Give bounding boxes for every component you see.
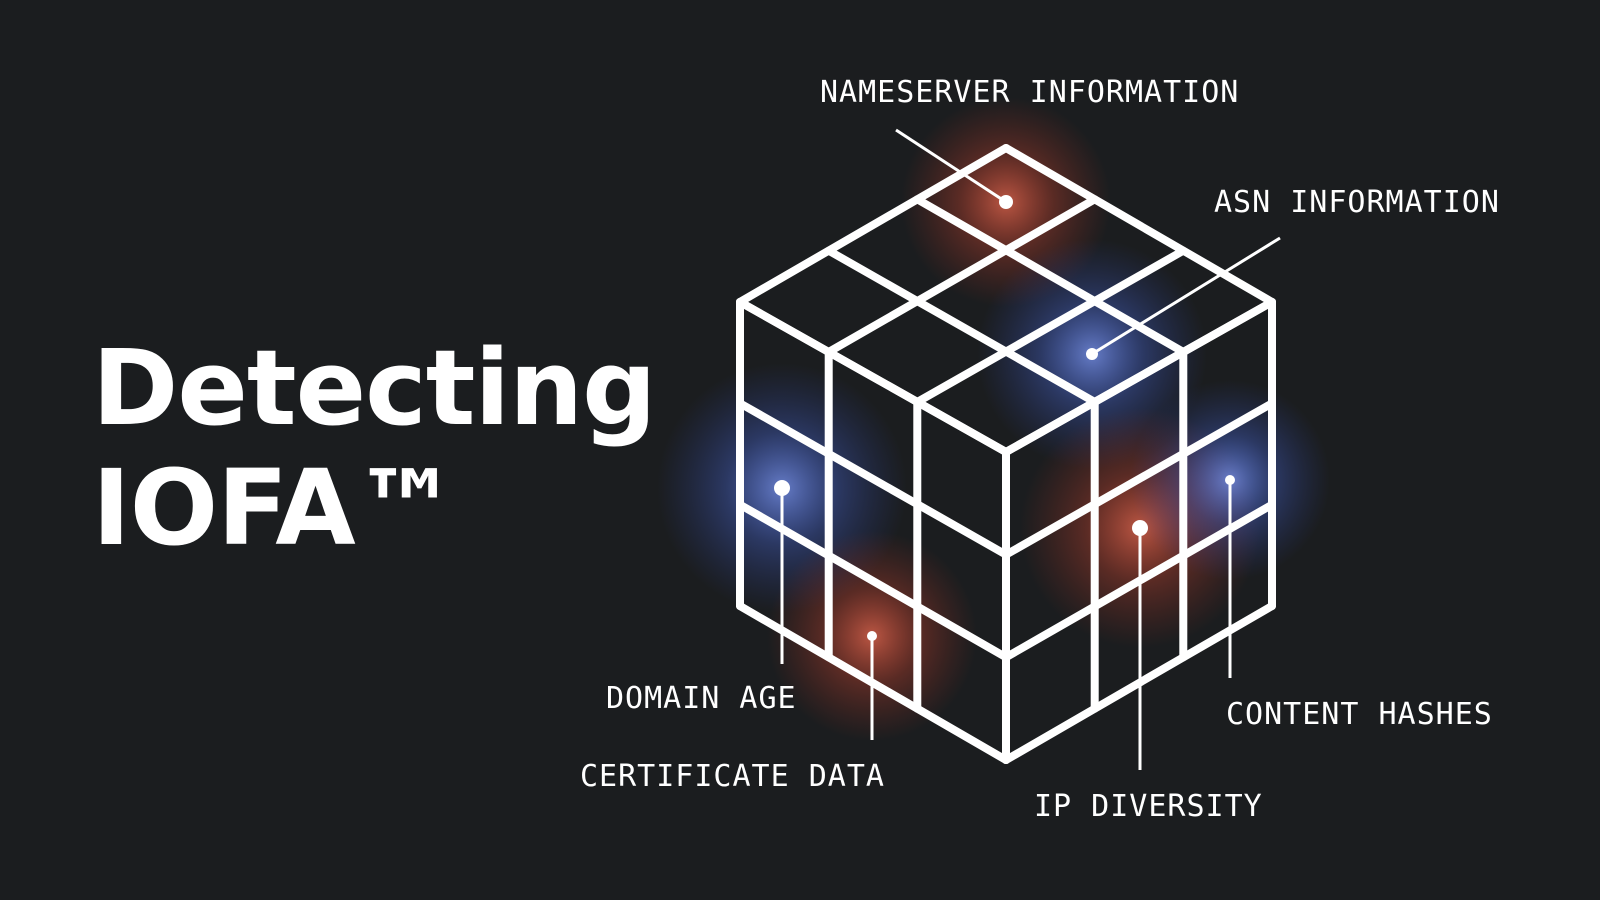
cube-edge-8	[736, 298, 1010, 456]
dot-asn	[1086, 348, 1098, 360]
label-certificate: CERTIFICATE DATA	[580, 759, 885, 794]
cube-edge-5	[913, 246, 1188, 406]
diagram-labels: NAMESERVER INFORMATION ASN INFORMATION D…	[580, 75, 1500, 824]
page-title-line-1: Detecting	[92, 327, 657, 449]
cube-edge-0	[1002, 144, 1276, 306]
cube-edge-10	[736, 399, 1010, 559]
label-content-hashes: CONTENT HASHES	[1226, 697, 1493, 732]
dot-domain-age	[774, 480, 790, 496]
label-ip-diversity: IP DIVERSITY	[1034, 789, 1263, 824]
cube-edge-3	[824, 195, 1099, 356]
label-nameserver: NAMESERVER INFORMATION	[820, 75, 1239, 110]
cube-edge-18	[1002, 399, 1276, 559]
dot-ip-diversity	[1132, 520, 1148, 536]
label-asn: ASN INFORMATION	[1214, 185, 1500, 220]
leader-lines	[780, 128, 1281, 770]
cube-edge-16	[1002, 298, 1276, 456]
dot-content-hashes	[1225, 475, 1235, 485]
leader-asn	[1091, 236, 1281, 356]
cube-edge-12	[736, 500, 1010, 662]
cube-edge-4	[824, 246, 1099, 406]
page-title-line-2: IOFA™	[92, 447, 459, 569]
leader-nameserver	[895, 128, 1007, 204]
dot-nameserver	[999, 195, 1013, 209]
dot-certificate	[867, 631, 877, 641]
endpoint-dots	[774, 195, 1235, 641]
label-domain-age: DOMAIN AGE	[606, 681, 797, 716]
